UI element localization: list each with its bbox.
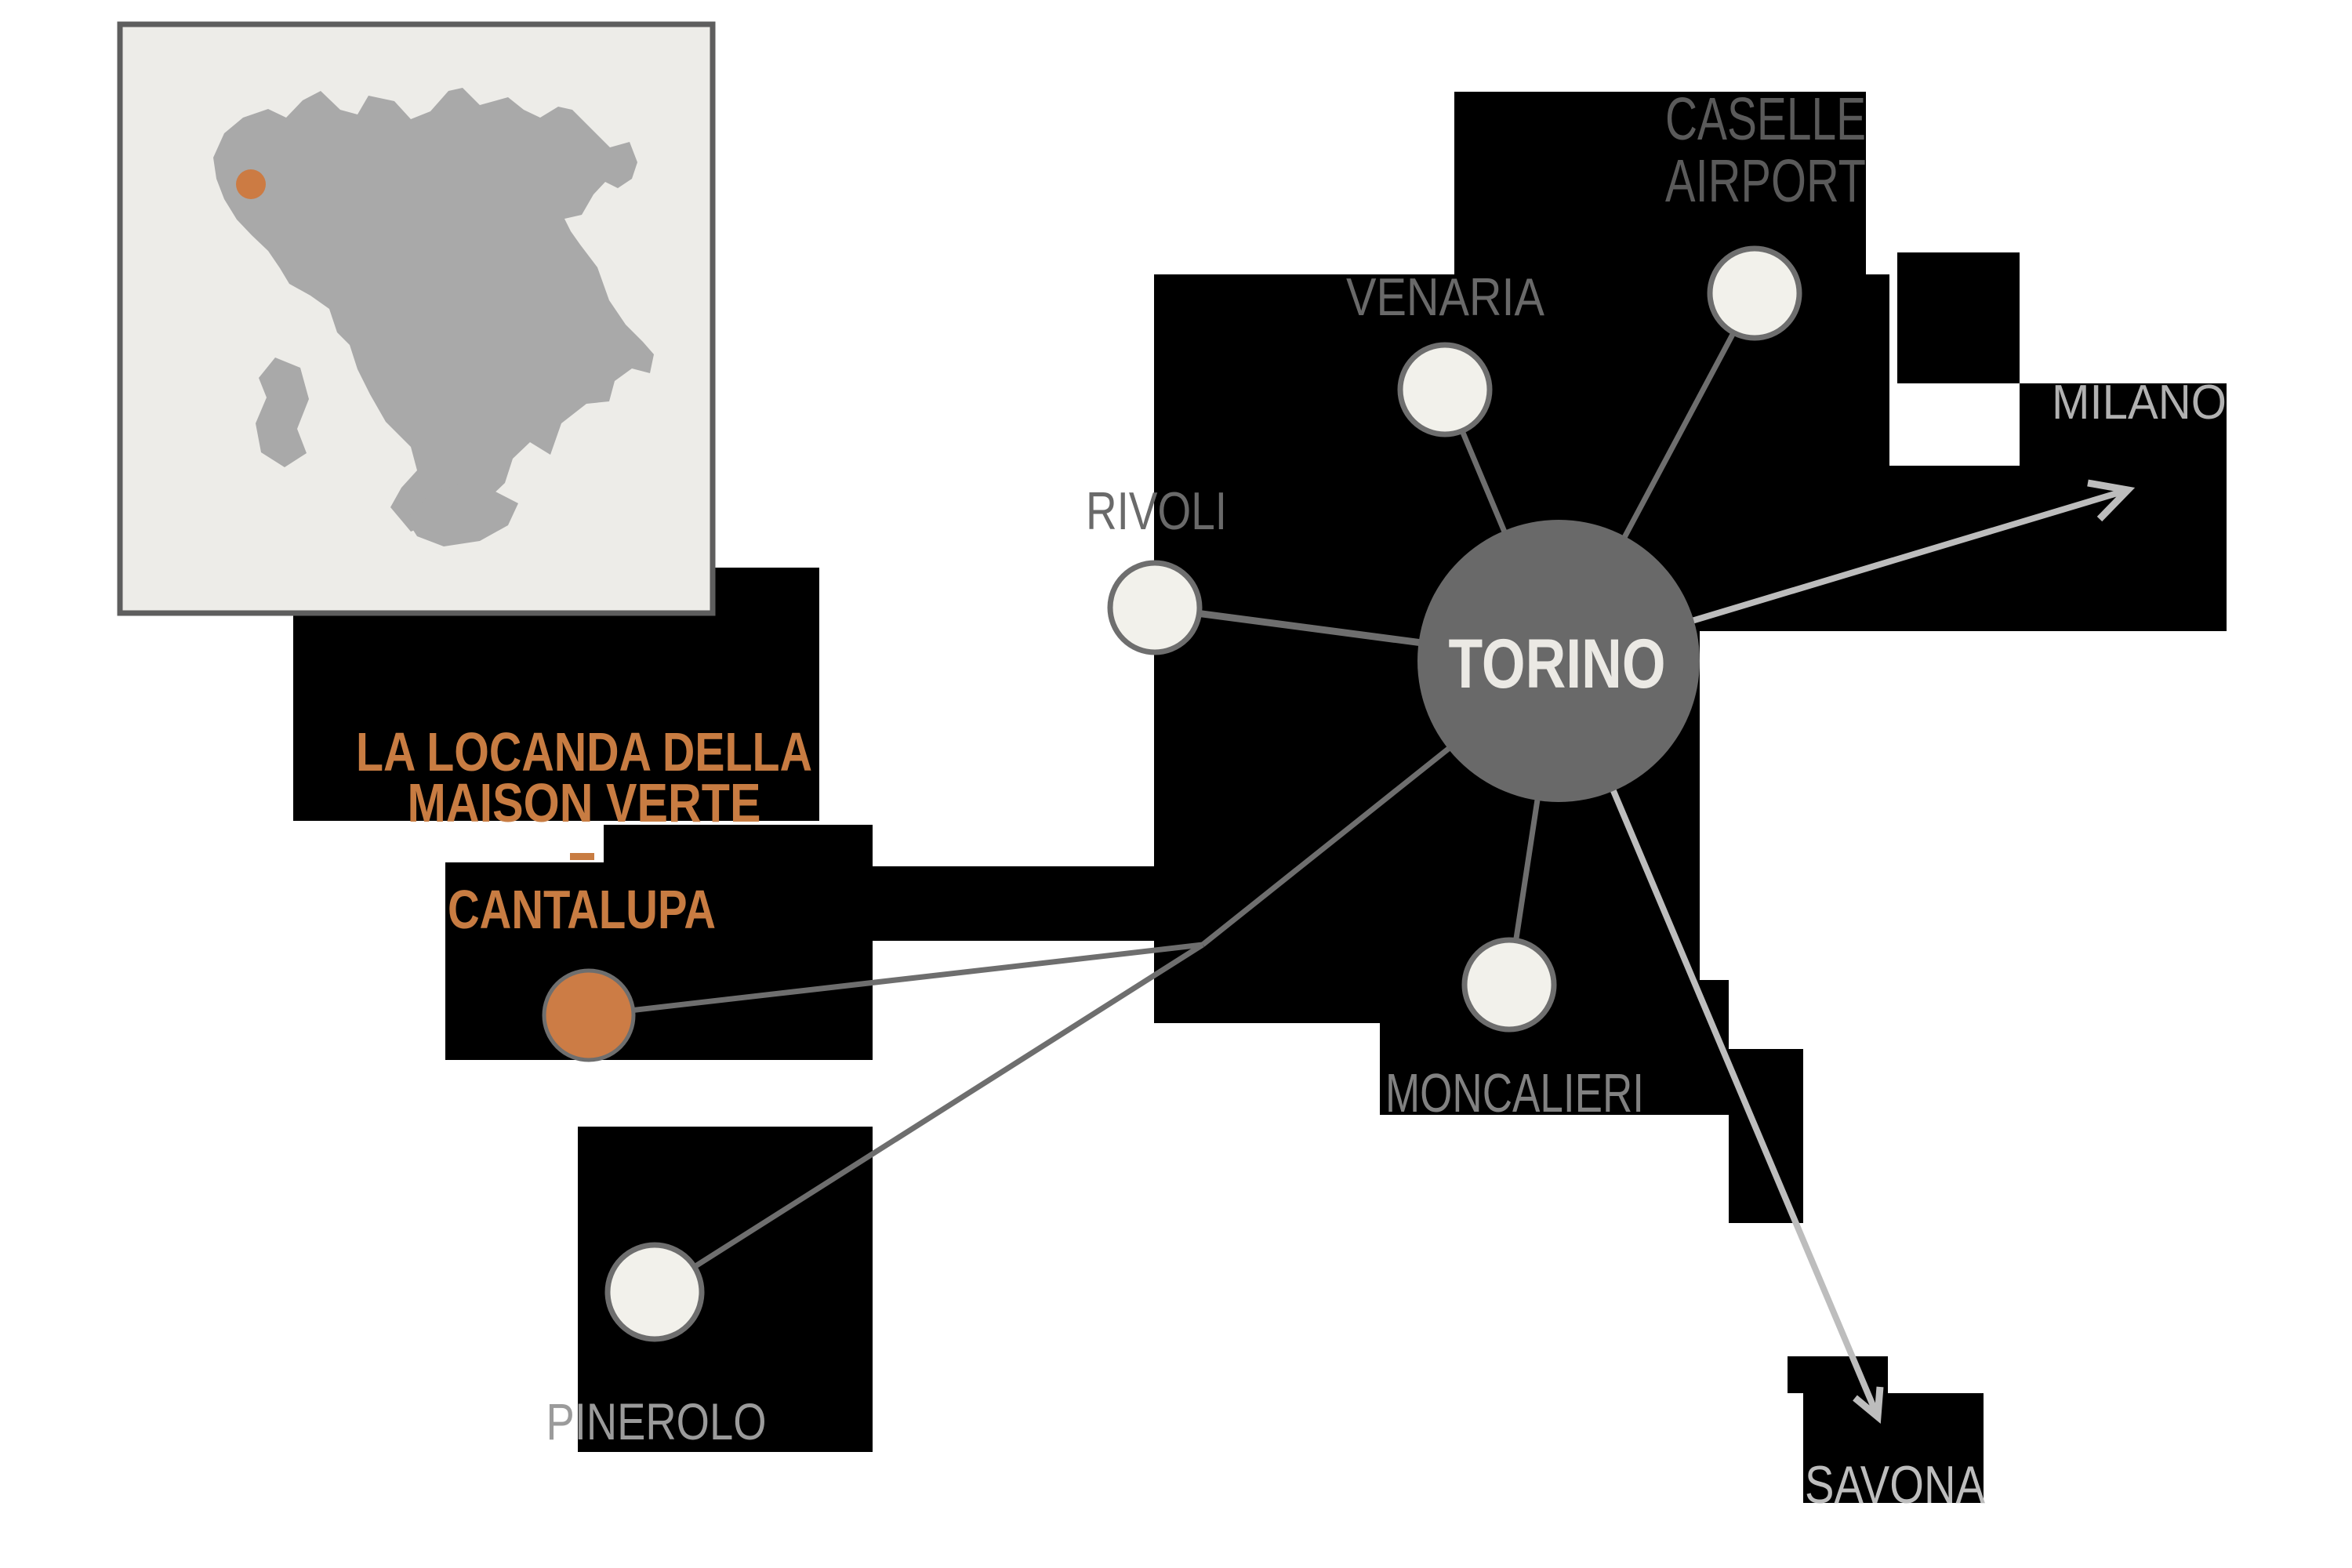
label-pinerolo: PINEROLO <box>546 1392 767 1450</box>
overlay-block <box>1454 92 1866 274</box>
overlay-block <box>873 866 1154 941</box>
label-venaria: VENARIA <box>1346 267 1545 327</box>
line-junction-pinerolo <box>653 942 1204 1294</box>
node-circle-venaria <box>1397 342 1493 437</box>
torino-hub-label: TORINO <box>1449 624 1666 702</box>
overlay-block <box>604 825 873 862</box>
inset-location-marker-dot <box>236 169 266 199</box>
town-nodes <box>604 245 1802 1342</box>
cantalupa-marker-dot <box>542 968 636 1062</box>
divider-dash-icon <box>570 853 594 860</box>
property-name-block: LA LOCANDA DELLA MAISON VERTE CANTALUPA <box>356 721 812 940</box>
overlay-block <box>2020 383 2227 466</box>
italy-mainland-shape <box>213 88 654 532</box>
italy-map-icon <box>213 88 654 546</box>
label-cantalupa: CANTALUPA <box>448 879 716 940</box>
label-caselle-line1: CASELLE <box>1665 85 1866 153</box>
arrowhead-savona-icon <box>1853 1386 1884 1424</box>
town-labels: CASELLE AIRPORT VENARIA RIVOLI MONCALIER… <box>546 85 2227 1515</box>
property-name-line2: MAISON VERTE <box>408 772 761 833</box>
label-savona: SAVONA <box>1805 1455 1986 1515</box>
overlay-block <box>1380 980 1729 1115</box>
overlay-block <box>1729 1049 1803 1223</box>
overlay-block <box>1803 1393 1984 1503</box>
node-circle-moncalieri <box>1461 937 1557 1033</box>
label-caselle-line2: AIRPORT <box>1665 147 1866 215</box>
overlay-block <box>1700 466 2227 631</box>
sicily-shape <box>406 484 518 546</box>
sardinia-shape <box>256 358 309 467</box>
label-moncalieri: MONCALIERI <box>1385 1062 1644 1123</box>
node-circle-pinerolo <box>604 1242 705 1342</box>
label-milano: MILANO <box>2052 376 2227 430</box>
overlay-block <box>1788 1356 1888 1393</box>
overlay-block <box>1897 252 2020 383</box>
torino-hub-circle <box>1417 520 1700 802</box>
label-rivoli: RIVOLI <box>1086 481 1227 541</box>
arrowhead-milano-icon <box>2087 479 2136 522</box>
property-name-line1: LA LOCANDA DELLA <box>356 721 812 782</box>
line-junction-cantalupa <box>588 942 1203 1018</box>
overlay-block <box>445 862 873 1060</box>
node-circle-rivoli <box>1107 560 1203 655</box>
italy-locator-inset <box>117 21 716 616</box>
node-circle-caselle <box>1707 245 1802 341</box>
